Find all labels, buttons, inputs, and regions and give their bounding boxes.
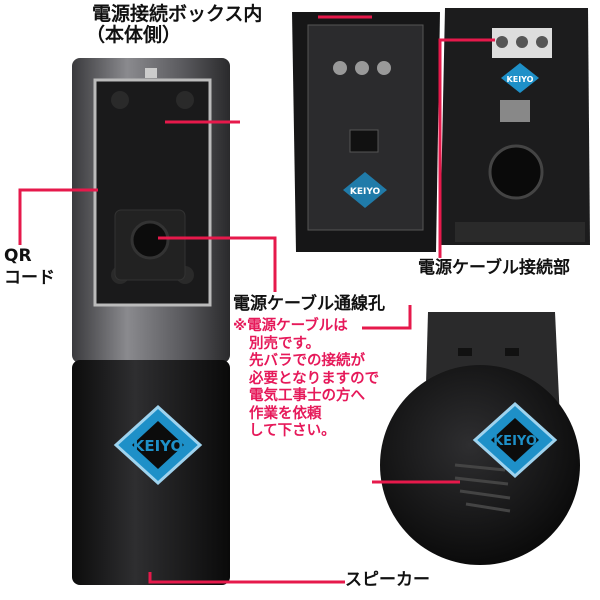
label-speaker: スピーカー	[345, 570, 430, 590]
label-qr-line2: コード	[4, 268, 55, 288]
label-qr-line1: QR	[4, 246, 32, 266]
note-line: 先バラでの接続が	[249, 353, 365, 369]
cable-note: ※電源ケーブルは 別売です。 先バラでの接続が 必要となりますので 電気工事士の…	[233, 318, 379, 441]
label-box-inside: 電源接続ボックス内	[92, 3, 263, 25]
keiyo-logo-body: KEIYO	[113, 404, 203, 486]
note-line: ※電源ケーブルは	[233, 318, 348, 334]
note-line: して下さい。	[249, 423, 336, 439]
note-line: 必要となりますので	[249, 370, 380, 387]
svg-text:KEIYO: KEIYO	[493, 434, 537, 449]
label-box-inside-sub: （本体側）	[86, 24, 182, 46]
svg-text:KEIYO: KEIYO	[507, 75, 534, 84]
label-cable-connection: 電源ケーブル接続部	[418, 258, 570, 278]
camera-body: KEIYO	[72, 58, 230, 585]
cable-hole	[130, 220, 170, 260]
note-line: 作業を依頼	[249, 405, 322, 422]
note-line: 別売です。	[249, 335, 321, 352]
svg-text:KEIYO: KEIYO	[350, 187, 381, 197]
connection-box-main-side: KEIYO	[292, 12, 440, 252]
speaker-unit: KEIYO	[380, 312, 580, 565]
note-line: 電気工事士の方へ	[249, 388, 365, 404]
callout-lines	[18, 15, 495, 584]
label-cable-hole: 電源ケーブル通線孔	[233, 294, 385, 314]
connection-box-cable-side: KEIYO	[440, 8, 590, 245]
svg-text:KEIYO: KEIYO	[133, 437, 184, 455]
